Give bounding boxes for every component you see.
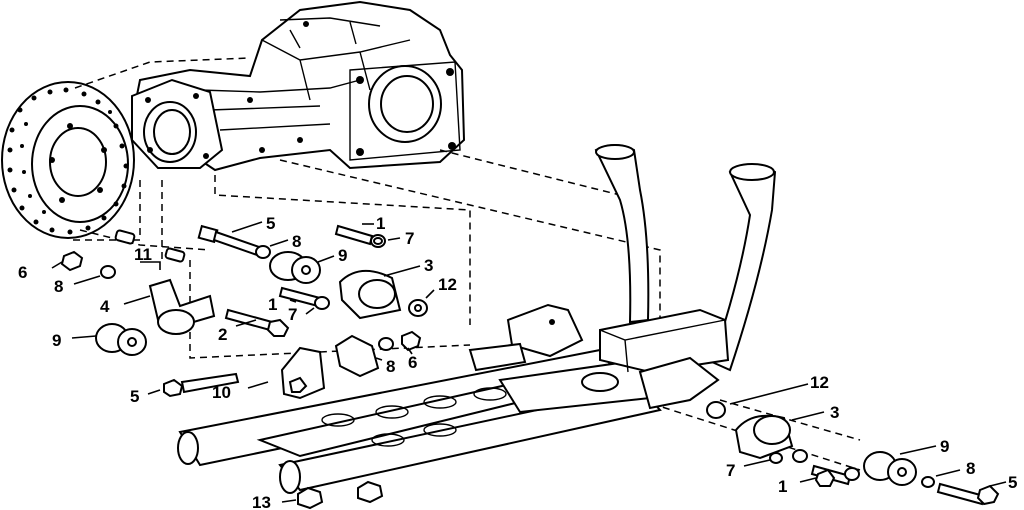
callout-7-mid: 7 <box>288 305 297 324</box>
callout-12-right: 12 <box>810 373 829 392</box>
callout-4: 4 <box>100 297 110 316</box>
callout-9-right: 9 <box>940 437 949 456</box>
callout-12-left: 12 <box>438 275 457 294</box>
callout-9-left: 9 <box>52 331 61 350</box>
callout-2: 2 <box>218 325 227 344</box>
callout-labels: 5 1 7 8 9 11 3 12 6 8 4 1 7 9 2 8 6 5 10… <box>18 214 1017 510</box>
callout-6-left: 6 <box>18 263 27 282</box>
callout-13: 13 <box>252 493 271 510</box>
callout-10: 10 <box>212 383 231 402</box>
callout-3-right: 3 <box>830 403 839 422</box>
callout-8-upper: 8 <box>292 232 301 251</box>
callout-7-upper: 7 <box>405 229 414 248</box>
callout-11: 11 <box>134 245 152 264</box>
callout-5-right: 5 <box>1008 473 1017 492</box>
callout-8-right: 8 <box>966 459 975 478</box>
callout-8-left: 8 <box>54 277 63 296</box>
leader-lines <box>51 221 1007 503</box>
brake-disc <box>1 81 135 239</box>
callout-5-lower: 5 <box>130 387 139 406</box>
callout-1-mid: 1 <box>268 295 277 314</box>
callout-3-left: 3 <box>424 256 433 275</box>
callout-5-upper: 5 <box>266 214 275 233</box>
callout-7-right: 7 <box>726 461 735 480</box>
callout-6-mid: 6 <box>408 353 417 372</box>
callout-8-mid: 8 <box>386 357 395 376</box>
callout-1-right: 1 <box>778 477 787 496</box>
left-mount-hardware <box>60 224 428 400</box>
callout-1-upper: 1 <box>376 214 385 233</box>
right-mount-hardware <box>297 401 1000 510</box>
callout-9-upper: 9 <box>338 246 347 265</box>
curved-pipes <box>594 144 777 372</box>
sub-frame <box>177 303 730 494</box>
differential-housing <box>130 0 466 172</box>
